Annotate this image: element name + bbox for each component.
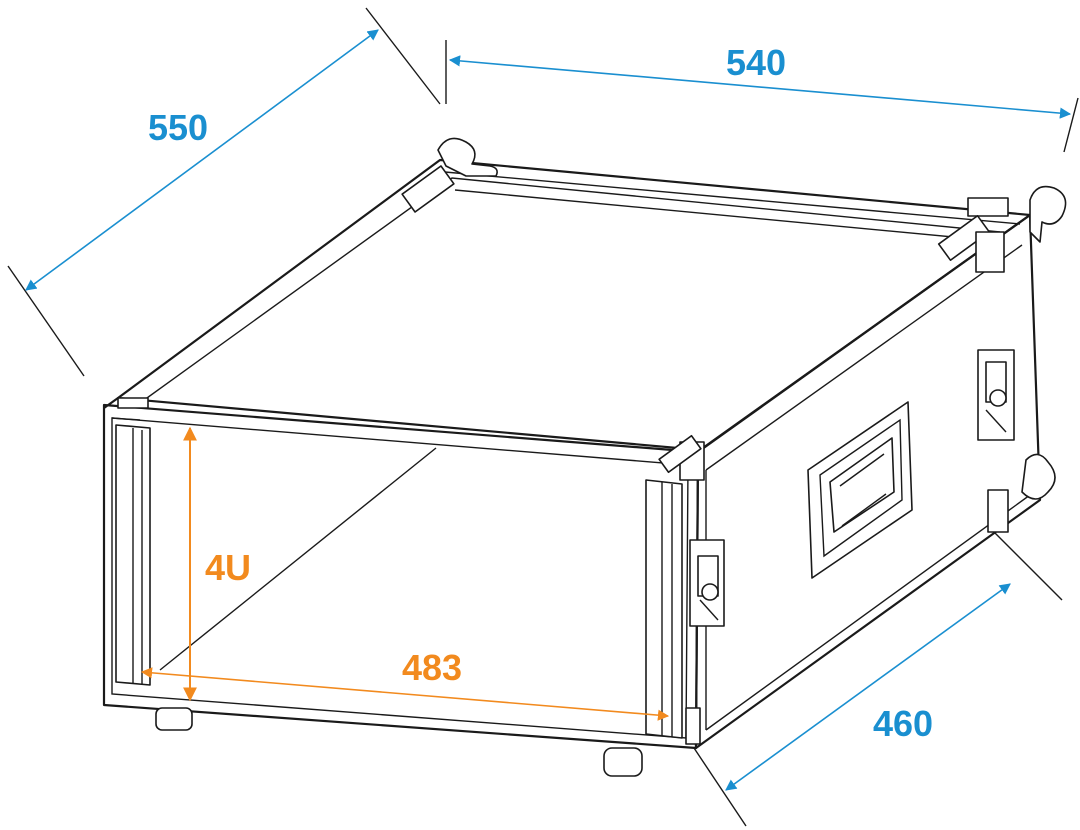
feet: [155, 707, 643, 777]
rack-width-label: 483: [402, 647, 462, 688]
depth-label: 550: [148, 107, 208, 148]
dimension-rack-width: [140, 667, 670, 721]
side-handle: [807, 401, 913, 579]
rack-units-label: 4U: [205, 547, 251, 588]
width-label: 540: [726, 42, 786, 83]
height-outer-label: 460: [873, 703, 933, 744]
latches: [689, 349, 1015, 627]
dimension-width: [445, 40, 1079, 153]
corner-fittings: [117, 137, 1067, 745]
dimension-height-outer: [693, 531, 1063, 827]
dimension-depth: [7, 7, 441, 377]
